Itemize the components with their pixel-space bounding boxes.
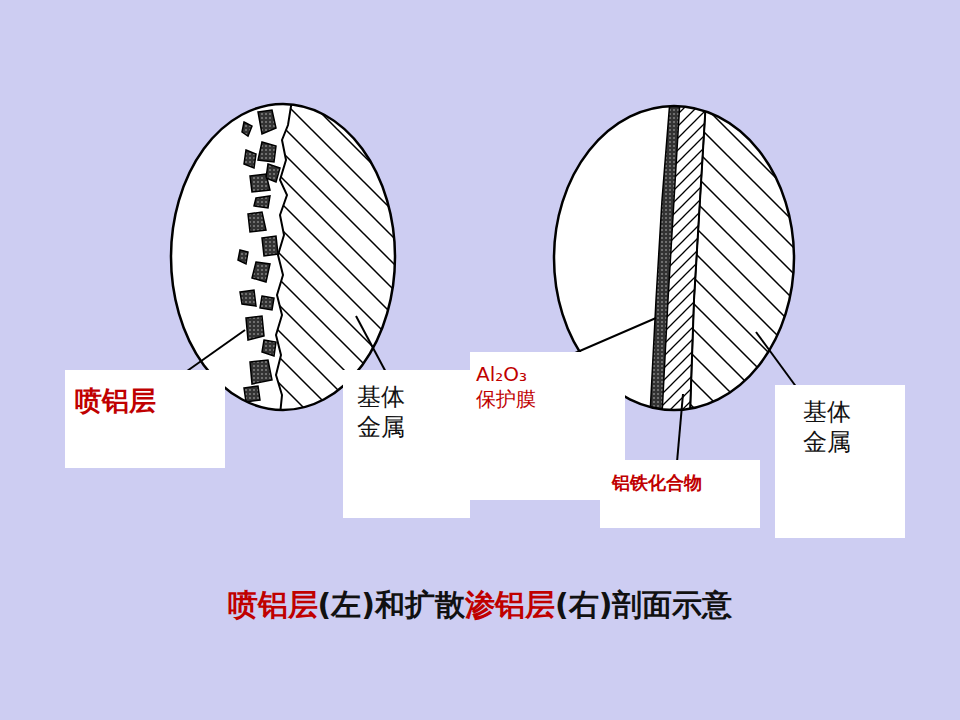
caption-part: 渗铝层 xyxy=(465,587,555,622)
label-text: 基体 金属 xyxy=(799,397,855,457)
aluminized-section xyxy=(650,100,800,415)
label-text: 喷铝层 xyxy=(75,384,215,418)
label-text: 基体 金属 xyxy=(353,382,409,442)
label-text: Al₂O₃ 保护膜 xyxy=(476,362,546,412)
label-text: 铝铁化合物 xyxy=(612,472,748,495)
label-box: 基体 金属 xyxy=(343,370,470,518)
caption-part: 喷铝层 xyxy=(228,587,318,622)
label-box: 基体 金属 xyxy=(775,385,905,538)
caption-part: (左)和扩散 xyxy=(318,587,465,622)
label-box: 铝铁化合物 xyxy=(600,460,760,528)
caption: 喷铝层(左)和扩散渗铝层(右)剖面示意 xyxy=(0,585,960,626)
caption-part: (右)剖面示意 xyxy=(555,587,732,622)
label-box: 喷铝层 xyxy=(65,370,225,468)
spray-section xyxy=(238,100,400,415)
